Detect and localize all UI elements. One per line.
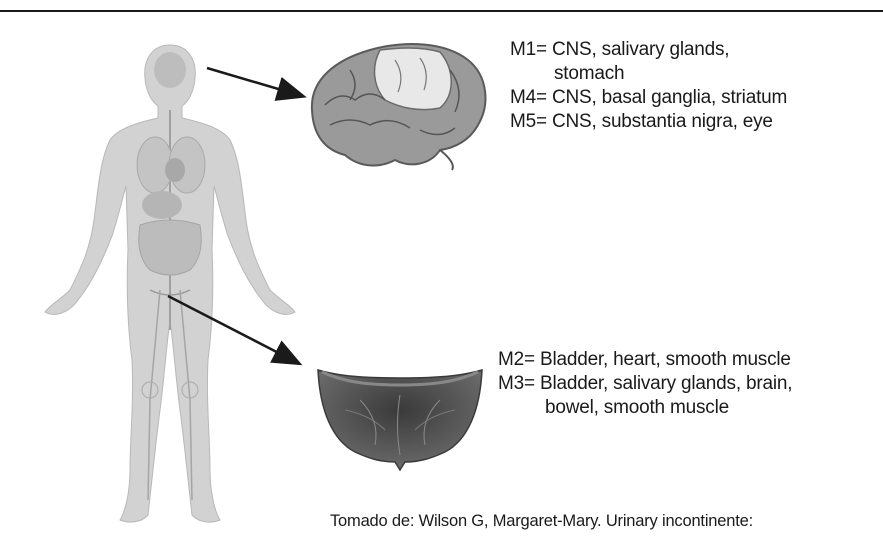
label-m3-cont: bowel, smooth muscle <box>498 396 792 420</box>
label-m1-cont: stomach <box>510 62 787 86</box>
brain-icon <box>312 44 486 170</box>
label-m3: M3= Bladder, salivary glands, brain, <box>498 372 792 396</box>
source-credit: Tomado de: Wilson G, Margaret-Mary. Urin… <box>330 512 753 531</box>
human-body-icon <box>45 45 295 522</box>
label-m4: M4= CNS, basal ganglia, striatum <box>510 86 787 110</box>
label-m1: M1= CNS, salivary glands, <box>510 38 787 62</box>
bladder-receptor-labels: M2= Bladder, heart, smooth muscle M3= Bl… <box>498 348 792 420</box>
brain-receptor-labels: M1= CNS, salivary glands, stomach M4= CN… <box>510 38 787 134</box>
label-m2: M2= Bladder, heart, smooth muscle <box>498 348 792 372</box>
arrow-to-brain <box>207 68 302 96</box>
bladder-icon <box>318 370 482 470</box>
label-m5: M5= CNS, substantia nigra, eye <box>510 110 787 134</box>
